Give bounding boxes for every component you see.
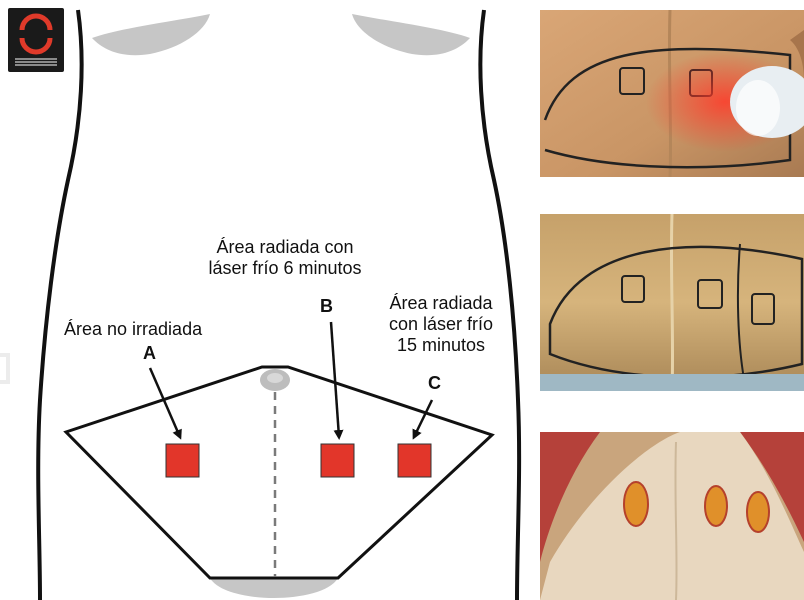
watermark-fragment [0, 355, 8, 382]
arrow-c [414, 400, 432, 437]
label-area-15-line1: Área radiada [376, 293, 506, 314]
label-area-no-irradiada: Área no irradiada [64, 319, 202, 340]
pubic-shadow [210, 578, 338, 598]
photo-laser-application [540, 10, 804, 177]
label-area-6-minutos: Área radiada con láser frío 6 minutos [199, 237, 371, 279]
label-area-15-line2: con láser frío [376, 314, 506, 335]
label-letter-a: A [143, 343, 156, 364]
photo-excised-tissue [540, 432, 804, 600]
label-area-6-line1: Área radiada con [199, 237, 371, 258]
square-b [321, 444, 354, 477]
arrow-b [331, 322, 339, 437]
square-a [166, 444, 199, 477]
torso-outline-left [38, 10, 81, 600]
chest-shadow-left [92, 14, 210, 55]
chest-shadow-right [352, 14, 470, 55]
square-c [398, 444, 431, 477]
surgeon-logo-icon [8, 8, 64, 72]
logo-mark-icon [8, 8, 64, 58]
photo-marked-areas [540, 214, 804, 391]
label-area-6-line2: láser frío 6 minutos [199, 258, 371, 279]
label-letter-b: B [320, 296, 333, 317]
label-area-15-minutos: Área radiada con láser frío 15 minutos [376, 293, 506, 357]
label-area-15-line3: 15 minutos [376, 335, 506, 356]
label-letter-c: C [428, 373, 441, 394]
logo-caption [11, 57, 61, 67]
